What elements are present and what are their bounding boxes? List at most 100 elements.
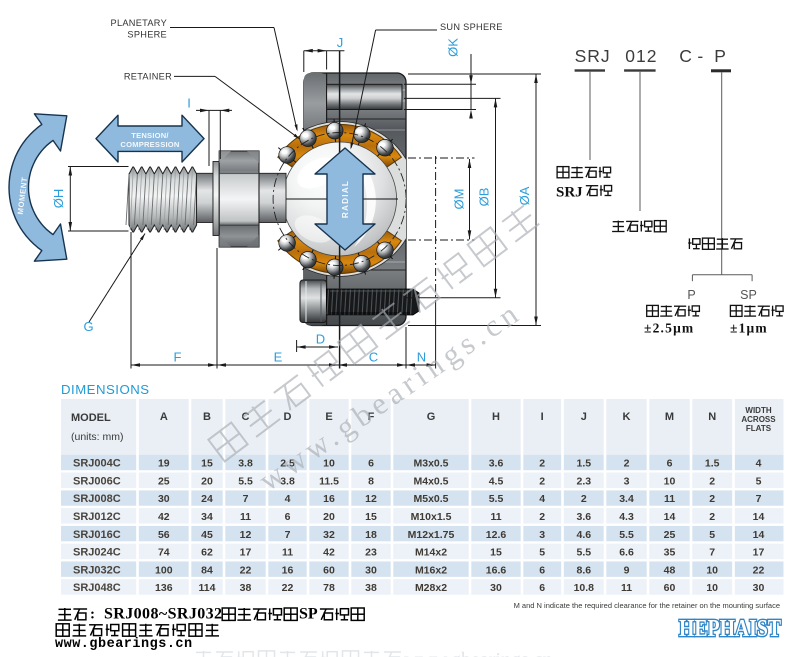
svg-text:M4x0.5: M4x0.5 [413,476,448,488]
svg-text:ØK: ØK [446,38,461,57]
svg-text:SRJ016C: SRJ016C [73,529,121,541]
svg-text:P: P [714,46,726,66]
svg-text:6.6: 6.6 [619,547,634,559]
svg-text:3.4: 3.4 [619,493,634,505]
svg-text:2.3: 2.3 [576,476,591,488]
svg-text:8.6: 8.6 [576,564,591,576]
svg-text:www.gbearings.cn: www.gbearings.cn [55,637,193,652]
svg-text:6: 6 [539,564,545,576]
svg-text:17: 17 [753,547,765,559]
svg-text:4: 4 [756,458,762,470]
svg-text:11: 11 [282,547,293,559]
svg-text:2: 2 [624,458,630,470]
svg-text:12.6: 12.6 [486,529,507,541]
svg-text:SPHERE: SPHERE [127,30,167,40]
svg-text:SRJ012C: SRJ012C [73,511,121,523]
svg-text:ØH: ØH [51,189,66,209]
svg-text:60: 60 [664,582,676,594]
svg-text:A: A [160,411,168,423]
svg-text:4.6: 4.6 [576,529,591,541]
svg-text:2: 2 [709,493,715,505]
svg-text:ØM: ØM [452,189,467,210]
svg-text:11: 11 [490,511,501,523]
svg-text:2: 2 [581,493,587,505]
svg-text:10.8: 10.8 [574,582,595,594]
svg-text:M12x1.75: M12x1.75 [408,529,455,541]
svg-text:-: - [697,46,703,66]
svg-text:3: 3 [624,476,630,488]
svg-text:114: 114 [199,582,216,594]
svg-text:3.8: 3.8 [238,458,253,470]
svg-text:SP: SP [740,288,757,302]
svg-text:K: K [623,411,631,423]
svg-text:25: 25 [158,476,170,488]
svg-text:56: 56 [158,529,170,541]
svg-text:22: 22 [240,564,252,576]
svg-text:38: 38 [365,582,377,594]
svg-text:B: B [203,411,211,423]
svg-text:G: G [83,319,93,334]
svg-text:PLANETARY: PLANETARY [111,18,167,28]
svg-text:SRJ004C: SRJ004C [73,458,121,470]
svg-text:20: 20 [323,511,335,523]
svg-text:SRJ048C: SRJ048C [73,582,121,594]
svg-text:17: 17 [240,547,252,559]
svg-text:E: E [325,411,332,423]
svg-text:32: 32 [323,529,335,541]
svg-text:5.5: 5.5 [576,547,591,559]
svg-text:G: G [427,411,436,423]
svg-text:SRJ008~SRJ032: SRJ008~SRJ032 [104,606,222,623]
svg-text:5.5: 5.5 [238,476,253,488]
svg-text:7: 7 [709,547,715,559]
svg-text:SRJ008C: SRJ008C [73,493,121,505]
svg-text:7: 7 [285,529,291,541]
svg-text:J: J [581,411,587,423]
svg-text:4.5: 4.5 [489,476,504,488]
svg-text:TENSION/: TENSION/ [131,131,169,140]
svg-text:11.5: 11.5 [319,476,339,488]
svg-text:10: 10 [323,458,335,470]
svg-text:22: 22 [753,564,765,576]
svg-text:2: 2 [709,511,715,523]
svg-text:11: 11 [621,582,632,594]
svg-text:16: 16 [323,493,335,505]
svg-text:2: 2 [539,458,545,470]
svg-text:5: 5 [539,547,545,559]
svg-text:C: C [679,46,692,66]
svg-text:30: 30 [158,493,170,505]
svg-text:11: 11 [240,511,251,523]
svg-text:84: 84 [201,564,213,576]
svg-text:C: C [369,350,378,365]
svg-text:D: D [316,332,325,347]
svg-text:20: 20 [201,476,213,488]
svg-text:±2.5μm: ±2.5μm [644,320,694,335]
svg-text:±1μm: ±1μm [730,320,768,335]
svg-text:M16x2: M16x2 [415,564,447,576]
svg-text:M28x2: M28x2 [415,582,447,594]
svg-text:SRJ032C: SRJ032C [73,564,121,576]
svg-text:M: M [665,411,674,423]
svg-text:10: 10 [706,564,718,576]
svg-text:136: 136 [155,582,173,594]
svg-text:P: P [687,288,695,302]
svg-text:30: 30 [365,564,377,576]
svg-text:100: 100 [155,564,173,576]
svg-text:14: 14 [664,511,676,523]
svg-text:(units: mm): (units: mm) [71,431,124,443]
svg-text:4: 4 [285,493,291,505]
svg-text:5: 5 [756,476,762,488]
svg-text:35: 35 [664,547,676,559]
svg-text:COMPRESSION: COMPRESSION [120,140,179,149]
svg-text:SRJ: SRJ [556,185,583,201]
svg-text:M14x2: M14x2 [415,547,447,559]
svg-text:I: I [541,411,544,423]
svg-text:38: 38 [240,582,252,594]
svg-text:DIMENSIONS: DIMENSIONS [61,382,150,397]
svg-text:3.8: 3.8 [280,476,295,488]
svg-text:ØA: ØA [517,186,532,205]
svg-text:3.6: 3.6 [489,458,504,470]
svg-text:2: 2 [539,511,545,523]
svg-text:4: 4 [539,493,545,505]
svg-text:18: 18 [365,529,377,541]
svg-text:7: 7 [243,493,249,505]
